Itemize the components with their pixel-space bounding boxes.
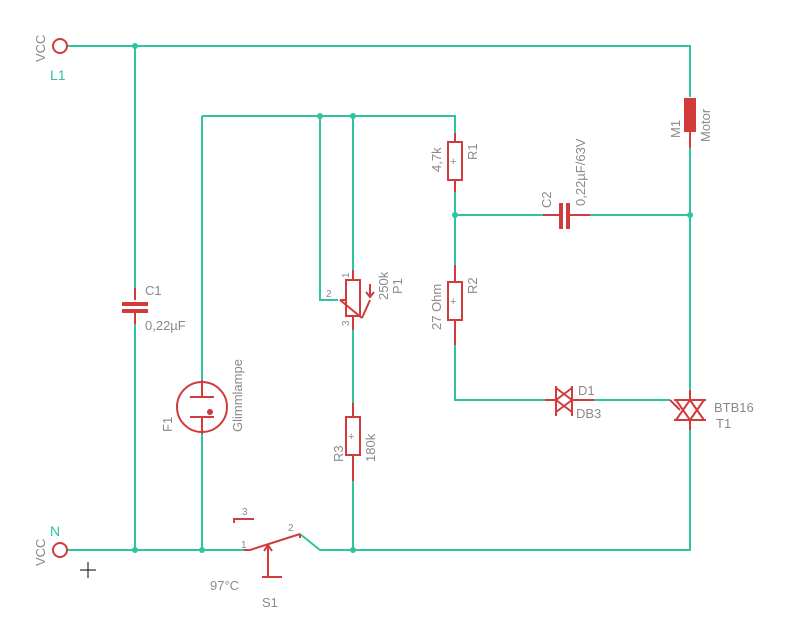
t1-name: T1 — [716, 416, 731, 431]
lamp-dot — [207, 409, 213, 415]
wire-switch-right — [299, 533, 356, 551]
glow-lamp-f1[interactable]: F1 Glimmlampe — [160, 359, 245, 434]
junction-dot — [132, 547, 138, 553]
capacitor-c1[interactable]: C1 0,22µF — [122, 283, 186, 333]
terminal-bottom[interactable]: VCC N — [33, 523, 68, 566]
terminal-top-label: VCC — [33, 35, 48, 62]
resistor-r2[interactable]: + 27 Ohm R2 — [429, 265, 480, 345]
c2-value: 0,22µF/63V — [573, 138, 588, 206]
p1-pin2: 2 — [326, 289, 332, 300]
d1-name: D1 — [578, 383, 595, 398]
junction-dot — [199, 547, 205, 553]
r3-name: R3 — [331, 445, 346, 462]
terminal-circle — [52, 542, 68, 558]
capacitor-c2[interactable]: C2 0,22µF/63V — [539, 138, 590, 229]
junction-dot — [452, 212, 458, 218]
wiper-arrow — [339, 299, 371, 319]
r3-value: 180k — [363, 433, 378, 462]
r1-name: R1 — [465, 143, 480, 160]
terminal-top[interactable]: VCC L1 — [33, 35, 68, 83]
p1-pin3: 3 — [341, 320, 352, 326]
m1-value: Motor — [698, 108, 713, 142]
s1-pin3: 3 — [242, 507, 248, 518]
net-label-l1: L1 — [50, 67, 66, 83]
wire-top-rail — [68, 45, 691, 97]
r2-name: R2 — [465, 277, 480, 294]
junction-dot — [687, 212, 693, 218]
potentiometer-p1[interactable]: 1 2 3 250k P1 — [326, 270, 405, 330]
junction-dot — [350, 113, 356, 119]
resistor-r3[interactable]: + R3 180k — [331, 403, 378, 481]
d1-value: DB3 — [576, 406, 601, 421]
triac-t1[interactable]: BTB16 T1 — [669, 390, 754, 431]
svg-text:+: + — [450, 296, 456, 308]
wire-inner-top — [202, 115, 456, 135]
junction-dot — [317, 113, 323, 119]
motor-body — [684, 98, 696, 132]
junction-dot — [132, 43, 138, 49]
diac-triangle — [555, 387, 573, 413]
capacitor-plate — [122, 309, 148, 313]
junctions — [132, 43, 693, 553]
thermo-switch-s1[interactable]: 3 1 2 97°C S1 — [210, 507, 301, 610]
s1-pin1: 1 — [241, 540, 247, 551]
capacitor-plate — [559, 203, 563, 229]
c2-name: C2 — [539, 191, 554, 208]
p1-pin1: 1 — [341, 272, 352, 278]
r2-value: 27 Ohm — [429, 284, 444, 330]
svg-text:+: + — [450, 156, 456, 168]
diac-d1[interactable]: D1 DB3 — [545, 383, 601, 421]
s1-pin2: 2 — [288, 523, 294, 534]
net-label-n: N — [50, 523, 60, 539]
p1-value: 250k — [376, 271, 391, 300]
c1-value: 0,22µF — [145, 318, 186, 333]
p1-name: P1 — [390, 278, 405, 294]
c1-name: C1 — [145, 283, 162, 298]
f1-value: Glimmlampe — [230, 359, 245, 432]
wire-triac-to-bottom — [356, 424, 691, 551]
m1-name: M1 — [668, 120, 683, 138]
switch-contact-3 — [233, 518, 254, 523]
wires — [68, 45, 691, 551]
wire-p1-left — [319, 116, 338, 301]
s1-name: S1 — [262, 595, 278, 610]
capacitor-plate — [566, 203, 570, 229]
r1-value: 4,7k — [429, 147, 444, 172]
svg-text:+: + — [348, 431, 354, 443]
triac-triangle — [675, 399, 705, 422]
wire-r2-diac — [454, 345, 545, 401]
t1-value: BTB16 — [714, 400, 754, 415]
f1-name: F1 — [160, 417, 175, 432]
motor-m1[interactable]: M1 Motor — [668, 98, 713, 148]
s1-value: 97°C — [210, 578, 239, 593]
crosshair-cursor-icon — [80, 562, 96, 578]
terminal-circle — [52, 38, 68, 54]
resistor-r1[interactable]: + 4,7k R1 — [429, 133, 480, 192]
junction-dot — [350, 547, 356, 553]
terminal-bottom-label: VCC — [33, 539, 48, 566]
capacitor-plate — [122, 302, 148, 306]
